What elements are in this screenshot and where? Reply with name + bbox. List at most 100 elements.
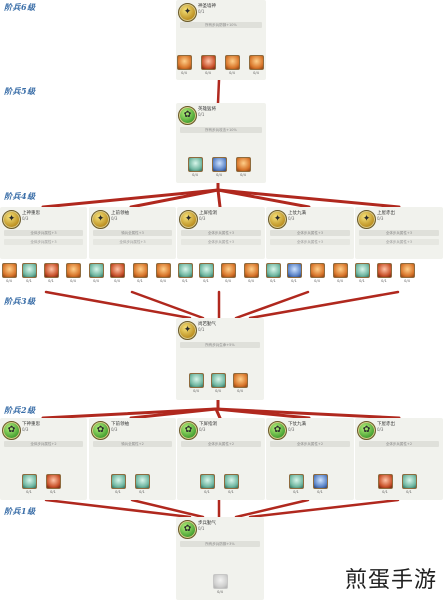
skill-title: 上神重思 <box>22 211 40 216</box>
skill-slot-label: 0/4 <box>240 173 246 177</box>
skill-effect-bar: 全体步兵属性+2 <box>4 441 83 447</box>
skill-effect-bar: 全体步兵属性+2 <box>359 441 439 447</box>
tier-label-2: 阶兵2级 <box>4 405 36 415</box>
strip-slot[interactable] <box>66 263 81 278</box>
strip-slot-label: 0/4 <box>404 279 410 283</box>
strip-slot[interactable] <box>89 263 104 278</box>
skill-slot-label: 0/4 <box>181 71 187 75</box>
skill-progress: 0/3 <box>22 216 29 221</box>
strip-slot[interactable] <box>266 263 281 278</box>
skill-slot[interactable] <box>402 474 417 489</box>
skill-slot[interactable] <box>213 574 228 589</box>
skill-slot[interactable] <box>177 55 192 70</box>
skill-emblem-icon[interactable]: ✦ <box>2 210 21 229</box>
strip-slot[interactable] <box>178 263 193 278</box>
strip-slot[interactable] <box>287 263 302 278</box>
skill-slot-label: 0/1 <box>293 490 299 494</box>
strip-slot[interactable] <box>110 263 125 278</box>
strip-slot[interactable] <box>44 263 59 278</box>
skill-slot[interactable] <box>211 373 226 388</box>
skill-next-effect-bar: 全体步兵属性+3 <box>181 239 261 245</box>
strip-slot-label: 0/4 <box>93 279 99 283</box>
skill-slot-label: 0/4 <box>253 71 259 75</box>
strip-slot[interactable] <box>156 263 171 278</box>
skill-slot[interactable] <box>111 474 126 489</box>
connector-line <box>234 290 310 320</box>
skill-slot[interactable] <box>212 157 227 172</box>
connector-line <box>130 498 205 519</box>
skill-emblem-icon[interactable]: ✿ <box>178 520 197 539</box>
skill-slot-label: 0/4 <box>217 590 223 594</box>
skill-emblem-icon[interactable]: ✦ <box>91 210 110 229</box>
emblem-glyph-icon: ✦ <box>273 214 282 224</box>
strip-slot[interactable] <box>310 263 325 278</box>
strip-slot[interactable] <box>333 263 348 278</box>
skill-next-effect-bar: 全体步兵属性+3 <box>359 239 439 245</box>
skill-progress: 0/3 <box>199 427 206 432</box>
skill-slot[interactable] <box>224 474 239 489</box>
skill-progress: 0/1 <box>198 112 205 117</box>
skill-emblem-icon[interactable]: ✦ <box>268 210 287 229</box>
skill-slot[interactable] <box>22 474 37 489</box>
skill-emblem-icon[interactable]: ✿ <box>91 421 110 440</box>
connector-line <box>214 407 401 420</box>
skill-slot[interactable] <box>135 474 150 489</box>
skill-slot[interactable] <box>249 55 264 70</box>
skill-emblem-icon[interactable]: ✦ <box>179 210 198 229</box>
connector-line <box>129 188 220 209</box>
strip-slot[interactable] <box>133 263 148 278</box>
emblem-glyph-icon: ✦ <box>184 214 193 224</box>
skill-emblem-icon[interactable]: ✦ <box>357 210 376 229</box>
strip-slot[interactable] <box>221 263 236 278</box>
skill-slot-label: 0/1 <box>50 490 56 494</box>
strip-slot[interactable] <box>244 263 259 278</box>
skill-slot-label: 0/4 <box>229 71 235 75</box>
skill-slot[interactable] <box>233 373 248 388</box>
skill-progress: 0/1 <box>198 526 205 531</box>
skill-effect-bar: 所有步兵生命+5% <box>180 342 260 348</box>
skill-slot-label: 0/1 <box>139 490 145 494</box>
skill-emblem-icon[interactable]: ✦ <box>178 321 197 340</box>
strip-slot[interactable] <box>199 263 214 278</box>
skill-emblem-icon[interactable]: ✿ <box>178 106 197 125</box>
strip-slot[interactable] <box>355 263 370 278</box>
skill-slot[interactable] <box>189 373 204 388</box>
skill-slot[interactable] <box>225 55 240 70</box>
strip-slot[interactable] <box>400 263 415 278</box>
skill-slot[interactable] <box>313 474 328 489</box>
skill-progress: 0/3 <box>377 427 384 432</box>
strip-slot[interactable] <box>22 263 37 278</box>
skill-slot[interactable] <box>378 474 393 489</box>
skill-emblem-icon[interactable]: ✿ <box>2 421 21 440</box>
skill-progress: 0/3 <box>377 216 384 221</box>
skill-title: 上屏指洞 <box>199 211 217 216</box>
skill-emblem-icon[interactable]: ✿ <box>268 421 287 440</box>
skill-slot[interactable] <box>46 474 61 489</box>
skill-slot[interactable] <box>236 157 251 172</box>
strip-slot[interactable] <box>377 263 392 278</box>
skill-slot[interactable] <box>200 474 215 489</box>
skill-emblem-icon[interactable]: ✿ <box>179 421 198 440</box>
skill-emblem-icon[interactable]: ✿ <box>357 421 376 440</box>
emblem-glyph-icon: ✦ <box>96 214 105 224</box>
skill-slot[interactable] <box>188 157 203 172</box>
skill-slot[interactable] <box>289 474 304 489</box>
skill-emblem-icon[interactable]: ✦ <box>178 3 197 22</box>
skill-slot-label: 0/4 <box>193 389 199 393</box>
strip-slot[interactable] <box>2 263 17 278</box>
emblem-glyph-icon: ✿ <box>362 425 371 435</box>
connector-line <box>214 407 311 420</box>
skill-slot-label: 0/1 <box>406 490 412 494</box>
skill-slot[interactable] <box>201 55 216 70</box>
